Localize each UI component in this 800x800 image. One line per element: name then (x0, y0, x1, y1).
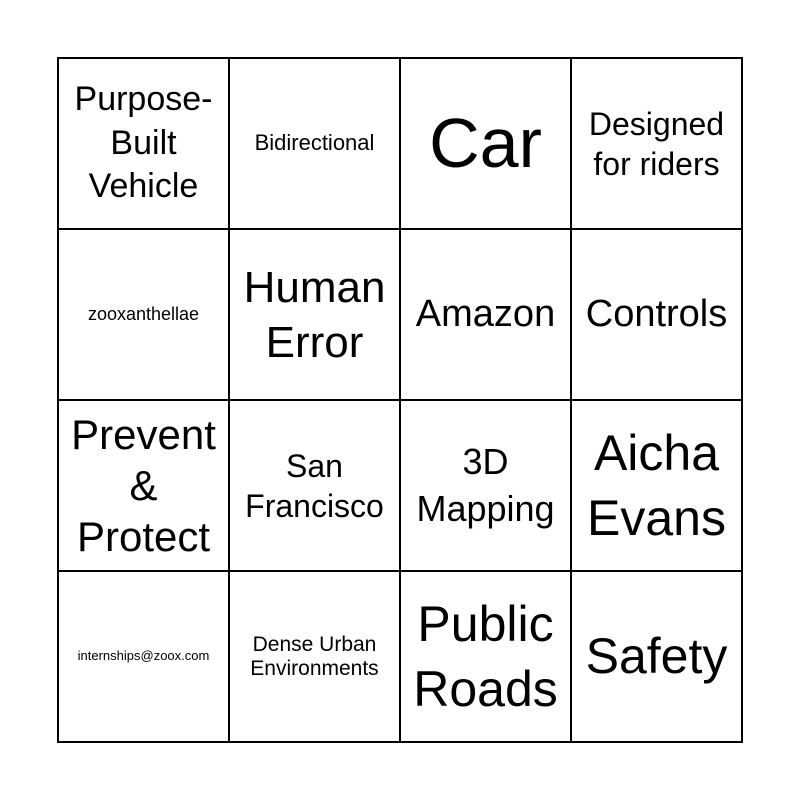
bingo-cell[interactable]: Aicha Evans (571, 400, 742, 571)
bingo-cell[interactable]: Purpose-Built Vehicle (58, 58, 229, 229)
bingo-cell[interactable]: zooxanthellae (58, 229, 229, 400)
bingo-cell[interactable]: internships@zoox.com (58, 571, 229, 742)
bingo-cell[interactable]: Public Roads (400, 571, 571, 742)
bingo-cell[interactable]: Car (400, 58, 571, 229)
bingo-cell[interactable]: San Francisco (229, 400, 400, 571)
bingo-cell[interactable]: Bidirectional (229, 58, 400, 229)
bingo-cell[interactable]: 3D Mapping (400, 400, 571, 571)
bingo-cell[interactable]: Amazon (400, 229, 571, 400)
bingo-cell[interactable]: Dense Urban Environments (229, 571, 400, 742)
bingo-cell[interactable]: Prevent & Protect (58, 400, 229, 571)
bingo-cell[interactable]: Safety (571, 571, 742, 742)
bingo-cell[interactable]: Designed for riders (571, 58, 742, 229)
bingo-cell[interactable]: Human Error (229, 229, 400, 400)
bingo-card: Purpose-Built Vehicle Bidirectional Car … (57, 57, 743, 743)
bingo-cell[interactable]: Controls (571, 229, 742, 400)
